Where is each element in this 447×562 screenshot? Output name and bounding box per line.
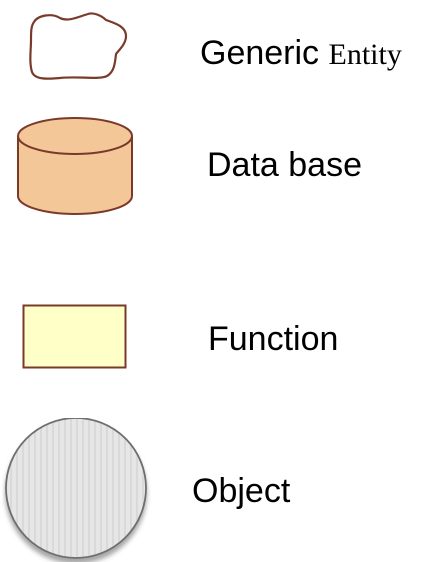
function-label: Function (208, 320, 339, 358)
function-rectangle-shape (22, 304, 127, 369)
database-cylinder-shape (17, 117, 133, 215)
generic-entity-shape (29, 12, 128, 80)
legend-item-database: Data base (0, 100, 447, 230)
legend-item-generic-entity: Generic Entity (0, 0, 447, 100)
legend-item-function: Function (0, 290, 447, 390)
generic-entity-label: Generic Entity (200, 36, 402, 70)
legend-item-object: Object (0, 410, 447, 562)
generic-entity-label-main: Generic (200, 34, 320, 72)
object-label: Object (192, 472, 291, 510)
object-circle-shape (5, 418, 147, 559)
database-label: Data base (207, 146, 362, 184)
generic-entity-label-serif: Entity (328, 38, 402, 71)
